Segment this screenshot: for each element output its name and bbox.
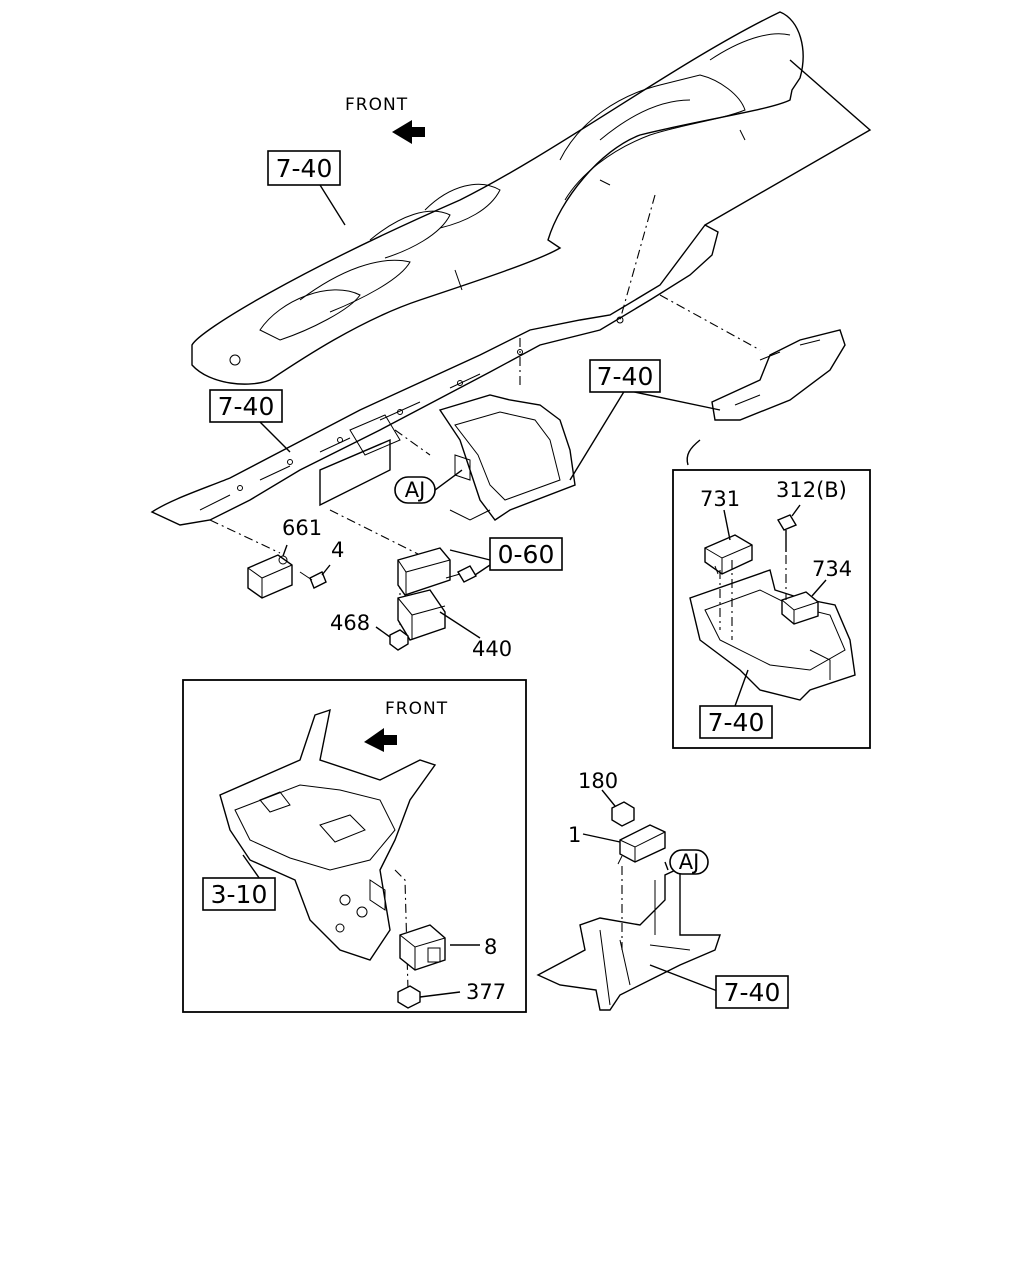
ref-box-cross-member[interactable]: 7-40 <box>589 359 661 393</box>
part-377-nut <box>397 985 421 1009</box>
ref-box-screw[interactable]: 0-60 <box>489 537 563 571</box>
center-console-bracket <box>438 394 576 521</box>
label-180: 180 <box>578 769 618 793</box>
front-label-lower: FRONT <box>385 699 448 719</box>
cross-member-beam <box>150 224 719 526</box>
inset-box-right <box>672 469 871 749</box>
lower-center-bracket <box>536 866 721 1011</box>
label-312b: 312(B) <box>776 478 847 502</box>
svg-text:7-40: 7-40 <box>218 392 275 421</box>
instrument-panel <box>191 11 804 385</box>
svg-text:3-10: 3-10 <box>211 880 268 909</box>
ref-box-inset-right-bracket[interactable]: 7-40 <box>699 705 773 739</box>
aj-marker-lower[interactable]: AJ <box>669 849 709 875</box>
part-0-60-bolt <box>445 565 477 583</box>
svg-text:7-40: 7-40 <box>276 154 333 183</box>
front-arrow-upper <box>392 120 425 144</box>
label-661: 661 <box>282 516 322 540</box>
ref-box-dash-upper[interactable]: 7-40 <box>267 150 341 186</box>
label-8: 8 <box>484 935 497 959</box>
inset-box-left <box>182 679 527 1013</box>
ref-box-frame-stay[interactable]: 3-10 <box>202 877 276 911</box>
label-1: 1 <box>568 823 581 847</box>
label-731: 731 <box>700 487 740 511</box>
part-4-screw <box>299 571 327 589</box>
label-440: 440 <box>472 637 512 661</box>
part-661-module <box>247 554 293 599</box>
part-180-nut <box>611 801 635 827</box>
aj-marker-upper[interactable]: AJ <box>394 476 436 504</box>
part-440-ecu <box>397 547 451 641</box>
label-4: 4 <box>331 538 344 562</box>
part-468-nut <box>389 629 409 651</box>
ref-box-dash-lower[interactable]: 7-40 <box>209 389 283 423</box>
ref-box-center-bracket[interactable]: 7-40 <box>715 975 789 1009</box>
part-1-sensor <box>617 824 666 865</box>
svg-text:7-40: 7-40 <box>708 708 765 737</box>
svg-text:7-40: 7-40 <box>724 978 781 1007</box>
label-377: 377 <box>466 980 506 1004</box>
part-734-relay <box>781 591 819 625</box>
svg-text:0-60: 0-60 <box>498 540 555 569</box>
label-468: 468 <box>330 611 370 635</box>
svg-text:7-40: 7-40 <box>597 362 654 391</box>
label-734: 734 <box>812 557 852 581</box>
frame-stay-bracket <box>219 708 437 961</box>
front-label-upper: FRONT <box>345 95 408 115</box>
part-731-relay <box>704 534 753 575</box>
part-8-connector <box>399 924 446 971</box>
front-arrow-lower <box>364 728 397 752</box>
svg-text:AJ: AJ <box>679 850 700 874</box>
part-312-bolt <box>776 514 798 552</box>
right-side-bracket <box>686 329 846 466</box>
svg-text:AJ: AJ <box>405 478 426 502</box>
inset-right-bracket <box>689 569 856 701</box>
